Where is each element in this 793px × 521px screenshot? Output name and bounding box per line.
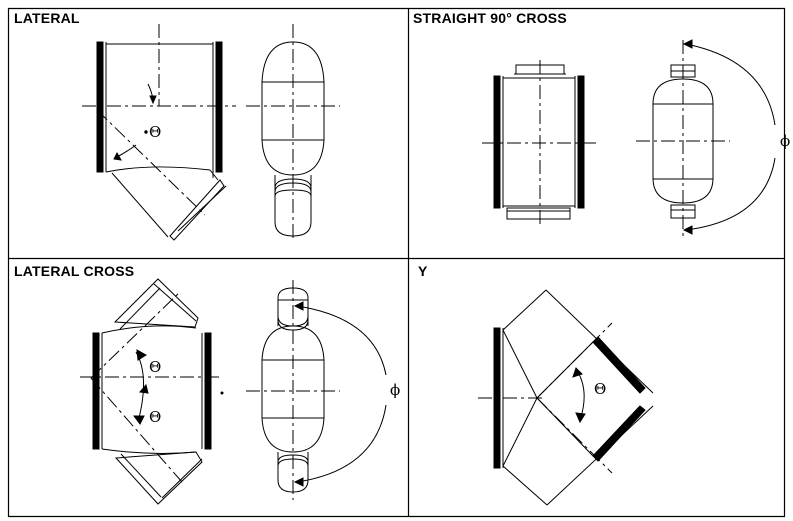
lateral-drawing xyxy=(82,24,340,242)
y-body xyxy=(503,290,653,505)
lateral-cross-phi-arc xyxy=(297,306,386,482)
lateral-cross-angle-arc xyxy=(136,352,144,422)
lateral-cross-upper-branch xyxy=(115,279,198,329)
panel-title-lateral: LATERAL xyxy=(14,10,80,26)
lateral-main-body xyxy=(97,42,222,178)
y-lower-outlet-flange xyxy=(593,406,645,461)
lateral-cross-arrow-top xyxy=(137,350,146,360)
grid-frame xyxy=(8,8,785,517)
lateral-cross-phi-label: ϕ xyxy=(390,381,400,399)
lateral-centerlines xyxy=(82,24,236,215)
lateral-branch xyxy=(112,170,226,240)
lateral-angle-arc-bottom xyxy=(117,145,136,157)
lateral-cross-theta-label-bottom: Θ xyxy=(149,408,161,426)
straight-cross-side-centerlines xyxy=(636,40,730,238)
straight-cross-phi-arrow-bottom xyxy=(684,226,692,234)
y-theta-label: Θ xyxy=(594,380,606,398)
straight-cross-drawing xyxy=(482,40,775,238)
lateral-cross-main-body xyxy=(93,326,211,454)
straight-cross-front-centerlines xyxy=(482,60,597,228)
y-angle-arc xyxy=(576,369,584,420)
lateral-arrowhead-bottom xyxy=(114,153,121,160)
y-fitting-drawing xyxy=(478,290,653,505)
straight-cross-phi-label: ϕ xyxy=(780,132,790,150)
y-centerlines xyxy=(478,323,612,473)
lateral-theta-label: Θ xyxy=(149,123,161,141)
lateral-cross-drawing xyxy=(80,279,386,504)
straight-cross-phi-arrow-top xyxy=(684,40,692,48)
panel-title-y: Y xyxy=(418,263,428,279)
straight-cross-phi-arc xyxy=(686,44,775,230)
lateral-cross-arrow-bottom xyxy=(134,416,144,424)
lateral-side-centerlines xyxy=(246,24,340,242)
straight-cross-front-view xyxy=(494,65,584,219)
lateral-cross-lower-branch xyxy=(116,452,202,504)
lateral-cross-theta-label-top: Θ xyxy=(149,358,161,376)
lateral-arrowhead-top xyxy=(150,96,156,103)
lateral-cross-side-centerlines xyxy=(246,280,340,500)
lateral-cross-phi-arrow-top xyxy=(295,302,303,310)
panel-title-straight-cross: STRAIGHT 90° CROSS xyxy=(413,10,567,26)
y-arrow-bottom xyxy=(576,413,585,422)
lateral-cross-centerlines xyxy=(80,292,220,482)
lateral-cross-arrow-mid xyxy=(140,385,148,393)
y-arrow-top xyxy=(573,368,582,377)
panel-title-lateral-cross: LATERAL CROSS xyxy=(14,263,135,279)
lateral-cross-phi-arrow-bottom xyxy=(295,478,303,486)
